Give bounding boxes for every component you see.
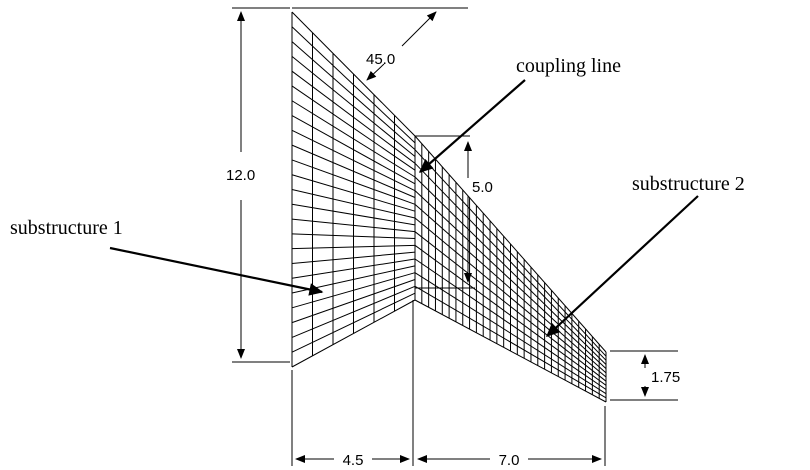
mesh-row-line (291, 251, 416, 264)
mesh-row-line (414, 203, 607, 374)
coupling-line-label: coupling line (516, 55, 621, 77)
mesh-row-line (414, 176, 607, 365)
mesh-row-line (291, 55, 416, 157)
coupling-line-leader-arrow (418, 79, 526, 173)
mesh-row-line (291, 174, 416, 212)
height-12-label: 12.0 (226, 167, 255, 184)
mesh-row-line (414, 299, 607, 403)
substructure-2-mesh (414, 135, 607, 403)
mesh-row-line (291, 26, 416, 144)
mesh-row-line (414, 231, 607, 382)
width-4-5-label: 4.5 (343, 452, 364, 469)
mesh-row-line (291, 292, 416, 353)
mesh-row-line (291, 70, 416, 164)
mesh-row-line (414, 162, 607, 361)
mesh-row-line (414, 190, 607, 370)
substructure-1-leader-arrow (109, 246, 324, 296)
mesh-row-line (291, 244, 416, 250)
mesh-row-line (291, 233, 416, 239)
bottom-extension-lines (291, 300, 606, 466)
mesh-row-line (291, 159, 416, 205)
coupling-5-label: 5.0 (472, 179, 493, 196)
mesh-row-line (291, 299, 416, 368)
mesh-row-line (291, 218, 416, 233)
height-12-dimension (232, 7, 290, 363)
mesh-row-line (291, 115, 416, 185)
mesh-row-line (291, 129, 416, 192)
mesh-row-line (291, 11, 416, 137)
mesh-row-line (414, 149, 607, 357)
mesh-row-line (414, 135, 607, 353)
mesh-row-line (291, 85, 416, 171)
mesh-row-line (291, 144, 416, 198)
width-7-label: 7.0 (499, 452, 520, 469)
mesh-row-line (414, 217, 607, 378)
mesh-row-line (291, 203, 416, 226)
substructure-1-mesh (291, 11, 416, 368)
mesh-row-line (414, 285, 607, 399)
mesh-row-line (291, 279, 416, 324)
mesh-row-line (414, 244, 607, 386)
mesh-row-line (291, 100, 416, 178)
mesh-row-line (291, 285, 416, 338)
angle-45-label: 45.0 (366, 51, 395, 68)
substructure-1-label: substructure 1 (10, 217, 123, 239)
mesh-row-line (414, 272, 607, 395)
substructure-2-label: substructure 2 (632, 173, 745, 195)
mesh-row-line (291, 272, 416, 309)
mesh-row-line (291, 189, 416, 219)
mesh-row-line (414, 258, 607, 390)
angle-45-arrows (366, 11, 437, 81)
tip-1-75-label: 1.75 (651, 369, 680, 386)
substructure-2-leader-arrow (545, 195, 699, 337)
tip-1-75-dimension (610, 350, 678, 401)
mesh-row-line (291, 258, 416, 279)
mesh-row-line (291, 41, 416, 151)
